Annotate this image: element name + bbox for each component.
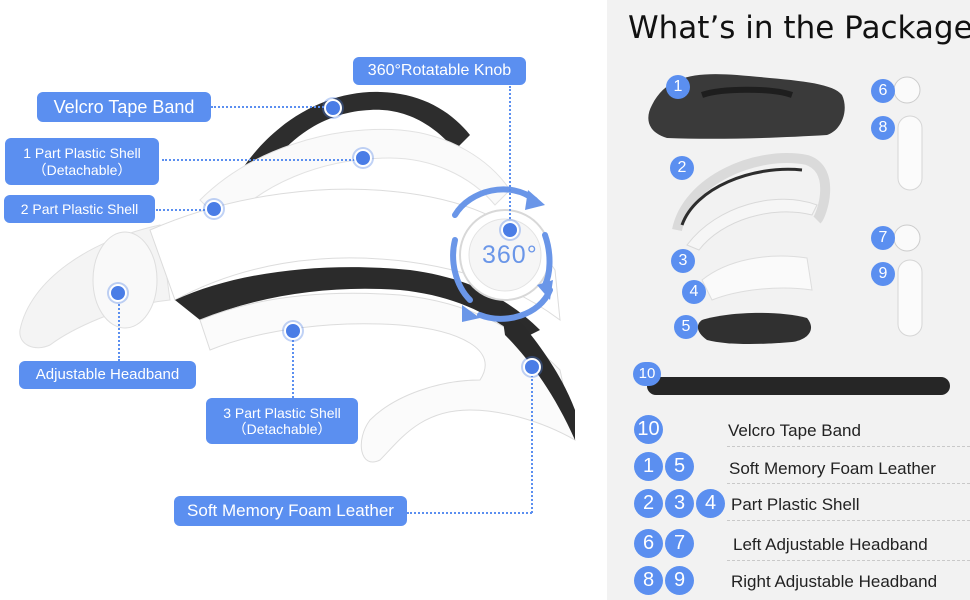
part-badge-9: 9 <box>871 262 895 286</box>
legend-row1-num1: 10 <box>634 415 663 444</box>
legend-row1-text: Velcro Tape Band <box>728 421 861 440</box>
legend-row2-num2: 5 <box>665 452 694 481</box>
connector-adjustable <box>118 293 120 361</box>
legend-row4-num1: 6 <box>634 529 663 558</box>
marker-part2 <box>205 200 223 218</box>
legend-row4-num2: 7 <box>665 529 694 558</box>
part-badge-3: 3 <box>671 249 695 273</box>
legend-row3-num3: 4 <box>696 489 725 518</box>
connector-part3 <box>292 331 294 398</box>
legend-row5-num2: 9 <box>665 566 694 595</box>
part-badge-5: 5 <box>674 315 698 339</box>
part-badge-2: 2 <box>670 156 694 180</box>
package-title: What’s in the Package <box>628 10 970 46</box>
part-badge-7: 7 <box>871 226 895 250</box>
connector-part1 <box>162 159 362 161</box>
part-badge-10: 10 <box>633 362 661 386</box>
marker-knob <box>501 221 519 239</box>
marker-part1 <box>354 149 372 167</box>
callout-part3-line1: 3 Part Plastic Shell <box>223 404 341 421</box>
connector-velcro <box>211 106 331 108</box>
callout-velcro-tape-band: Velcro Tape Band <box>37 92 211 122</box>
legend-row3-text: Part Plastic Shell <box>731 495 860 514</box>
legend-row2-text: Soft Memory Foam Leather <box>729 459 936 478</box>
callout-part1-line1: 1 Part Plastic Shell <box>23 145 141 162</box>
callout-soft-memory-foam: Soft Memory Foam Leather <box>174 496 407 526</box>
part-badge-1: 1 <box>666 75 690 99</box>
callout-part2-plastic-shell: 2 Part Plastic Shell <box>4 195 155 223</box>
part-badge-8: 8 <box>871 116 895 140</box>
legend-separator <box>727 483 970 484</box>
callout-part3-line2: （Detachable） <box>232 421 332 437</box>
marker-adjustable <box>109 284 127 302</box>
connector-knob <box>509 86 511 230</box>
marker-part3 <box>284 322 302 340</box>
package-parts-drawing <box>647 74 950 395</box>
legend-row5-text: Right Adjustable Headband <box>731 572 938 591</box>
legend-separator <box>727 446 970 447</box>
legend-separator <box>727 560 970 561</box>
connector-foam-v <box>531 367 533 513</box>
legend-row3-num2: 3 <box>665 489 694 518</box>
marker-velcro <box>324 99 342 117</box>
rotation-indicator-text: 360° <box>482 241 538 269</box>
legend-separator <box>727 520 970 521</box>
part-badge-4: 4 <box>682 280 706 304</box>
package-contents-panel: What’s in the Package 1 2 3 <box>607 0 970 600</box>
callout-adjustable-headband: Adjustable Headband <box>19 361 196 389</box>
part-badge-6: 6 <box>871 79 895 103</box>
legend-row5-num1: 8 <box>634 566 663 595</box>
connector-part2 <box>156 209 213 211</box>
legend-row4-text: Left Adjustable Headband <box>733 535 928 554</box>
callout-rotatable-knob: 360°Rotatable Knob <box>353 57 526 85</box>
callout-part3-plastic-shell: 3 Part Plastic Shell （Detachable） <box>206 398 358 444</box>
callout-part1-plastic-shell: 1 Part Plastic Shell （Detachable） <box>5 138 159 185</box>
legend-row2-num1: 1 <box>634 452 663 481</box>
legend-row3-num1: 2 <box>634 489 663 518</box>
connector-foam-h <box>407 512 532 514</box>
callout-part1-line2: （Detachable） <box>32 161 132 178</box>
headband-illustration: 360° 360°Rotatable Knob Velcro Tape Band… <box>4 57 576 526</box>
headband-drawing <box>19 91 576 463</box>
marker-foam <box>523 358 541 376</box>
